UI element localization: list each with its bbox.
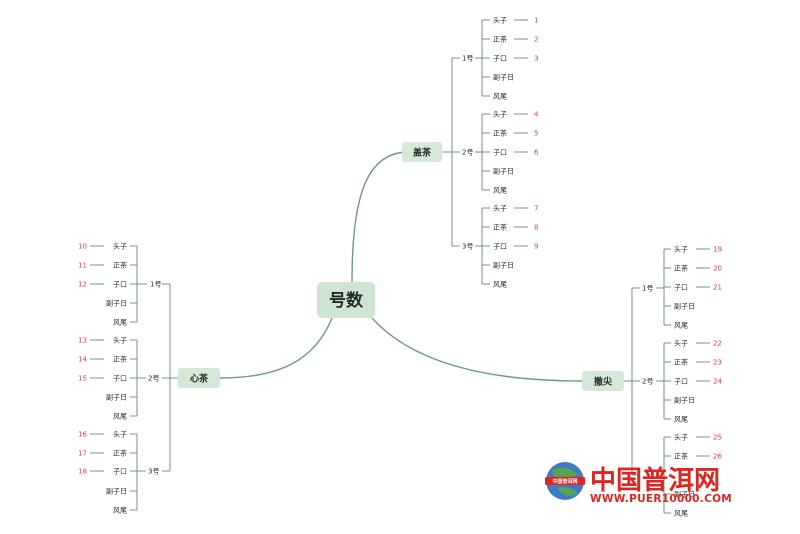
root-node[interactable]: 号数 (317, 282, 375, 318)
main-node-xincha[interactable] (178, 368, 220, 388)
num-12: 12 (78, 281, 87, 289)
num-6: 6 (534, 149, 539, 157)
leaf-xincha-3-2: 正茶 (113, 449, 127, 458)
leaf-xincha-3-1: 头子 (113, 430, 127, 439)
num-22: 22 (713, 340, 722, 348)
num-14: 14 (78, 356, 87, 364)
num-18: 18 (78, 468, 87, 476)
branch-gaicha: 盖茶 1号 头子 正茶 子口 副子日 风尾 1 2 3 2号 头子 正茶 子口 … (402, 16, 539, 289)
num-24: 24 (713, 378, 722, 386)
main-label-sajian: 撒尖 (594, 376, 613, 388)
leaf-gaicha-1-1: 头子 (493, 16, 507, 25)
root-label: 号数 (329, 290, 364, 311)
leaf-xincha-1-4: 副子日 (106, 299, 127, 308)
leaf-gaicha-3-5: 风尾 (493, 281, 507, 289)
leaf-xincha-1-3: 子口 (113, 281, 127, 289)
connector-root-xincha (219, 317, 333, 379)
leaf-gaicha-3-4: 副子日 (493, 261, 514, 270)
num-23: 23 (713, 359, 722, 367)
leaf-sajian-2-3: 子口 (674, 378, 688, 386)
leaf-sajian-2-5: 风尾 (674, 416, 688, 424)
branch-xincha: 心茶 1号 头子 正茶 子口 副子日 风尾 10 11 12 2号 头子 正茶 … (78, 242, 220, 515)
leaf-sajian-3-1: 头子 (674, 433, 688, 442)
num-17: 17 (78, 450, 87, 458)
num-15: 15 (78, 375, 87, 383)
leaf-gaicha-1-2: 正茶 (493, 35, 507, 44)
connector-root-sajian (371, 317, 583, 382)
main-label-xincha: 心茶 (190, 373, 209, 385)
leaf-xincha-3-4: 副子日 (106, 487, 127, 496)
leaf-xincha-1-1: 头子 (113, 242, 127, 251)
leaf-sajian-1-2: 正茶 (674, 264, 688, 273)
num-4: 4 (534, 111, 539, 119)
leaf-sajian-3-5: 风尾 (674, 510, 688, 518)
leaf-sajian-1-5: 风尾 (674, 322, 688, 330)
num-21: 21 (713, 284, 722, 292)
leaf-gaicha-2-1: 头子 (493, 110, 507, 119)
num-9: 9 (534, 243, 538, 251)
group-label-gaicha-3: 3号 (462, 243, 473, 251)
leaf-xincha-2-4: 副子日 (106, 393, 127, 402)
num-11: 11 (78, 262, 87, 270)
leaf-gaicha-2-2: 正茶 (493, 129, 507, 138)
leaf-sajian-3-2: 正茶 (674, 452, 688, 461)
num-19: 19 (713, 246, 722, 254)
group-label-xincha-1: 1号 (150, 281, 161, 289)
leaf-gaicha-2-4: 副子日 (493, 167, 514, 176)
watermark-badge: 中国普洱网 (552, 478, 577, 485)
leaf-xincha-2-1: 头子 (113, 336, 127, 345)
leaf-gaicha-3-2: 正茶 (493, 223, 507, 232)
num-1: 1 (534, 17, 538, 25)
num-5: 5 (534, 130, 538, 138)
watermark-logo: 中国普洱网 中国普洱网 WWW.PUER10000.COM (545, 462, 732, 505)
leaf-xincha-1-2: 正茶 (113, 261, 127, 270)
group-label-gaicha-2: 2号 (462, 149, 473, 157)
branch-sajian: 撒尖 1号 头子 正茶 子口 副子日 风尾 19 20 21 2号 头子 正茶 … (582, 245, 722, 518)
leaf-gaicha-3-1: 头子 (493, 204, 507, 213)
leaf-gaicha-3-3: 子口 (493, 243, 507, 251)
leaf-xincha-2-5: 风尾 (113, 413, 127, 421)
leaf-sajian-1-1: 头子 (674, 245, 688, 254)
group-label-gaicha-1: 1号 (462, 55, 473, 63)
num-25: 25 (713, 434, 722, 442)
leaf-gaicha-1-3: 子口 (493, 55, 507, 63)
main-node-gaicha[interactable] (402, 142, 442, 162)
num-2: 2 (534, 36, 538, 44)
group-label-sajian-1: 1号 (642, 285, 653, 293)
watermark-title: 中国普洱网 (590, 465, 720, 496)
num-26: 26 (713, 453, 722, 461)
leaf-gaicha-2-3: 子口 (493, 149, 507, 157)
connector-root-gaicha (351, 151, 406, 283)
num-3: 3 (534, 55, 538, 63)
leaf-sajian-2-4: 副子日 (674, 396, 695, 405)
group-label-sajian-2: 2号 (642, 378, 653, 386)
main-node-sajian[interactable] (582, 371, 624, 391)
leaf-gaicha-2-5: 风尾 (493, 187, 507, 195)
leaf-xincha-2-2: 正茶 (113, 355, 127, 364)
leaf-xincha-1-5: 风尾 (113, 319, 127, 327)
group-label-xincha-3: 3号 (148, 468, 159, 476)
main-label-gaicha: 盖茶 (413, 147, 432, 159)
leaf-sajian-3-4: 副子日 (674, 490, 695, 499)
watermark-url: WWW.PUER10000.COM (590, 493, 732, 505)
leaf-xincha-3-3: 子口 (113, 468, 127, 476)
group-label-xincha-2: 2号 (148, 375, 159, 383)
leaf-sajian-1-4: 副子日 (674, 302, 695, 311)
num-8: 8 (534, 224, 538, 232)
num-7: 7 (534, 205, 538, 213)
leaf-xincha-2-3: 子口 (113, 375, 127, 383)
num-10: 10 (78, 243, 87, 251)
num-20: 20 (713, 265, 722, 273)
leaf-xincha-3-5: 风尾 (113, 507, 127, 515)
num-16: 16 (78, 431, 87, 439)
leaf-sajian-2-1: 头子 (674, 339, 688, 348)
num-13: 13 (78, 337, 87, 345)
leaf-sajian-2-2: 正茶 (674, 358, 688, 367)
leaf-sajian-1-3: 子口 (674, 284, 688, 292)
leaf-gaicha-1-5: 风尾 (493, 93, 507, 101)
leaf-gaicha-1-4: 副子日 (493, 73, 514, 82)
